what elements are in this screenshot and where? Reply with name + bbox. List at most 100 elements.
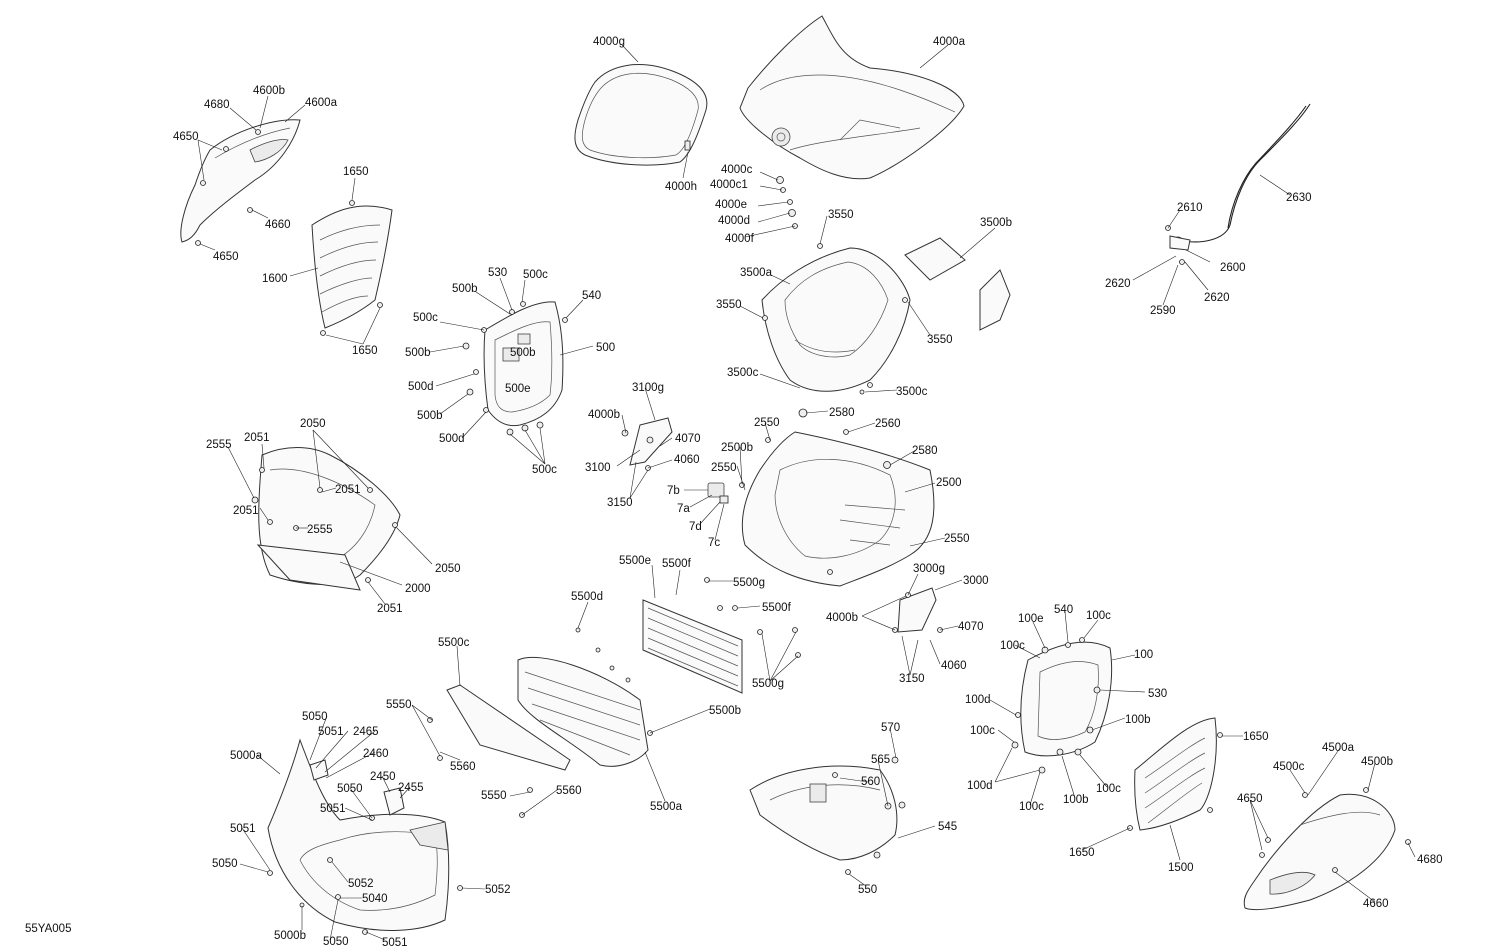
callout-5500f: 5500f — [762, 602, 792, 614]
callout-4660: 4660 — [1363, 898, 1389, 910]
callout-500b: 500b — [405, 347, 431, 359]
callout-1600: 1600 — [262, 273, 288, 285]
callout-2455: 2455 — [398, 782, 424, 794]
callout-5051: 5051 — [320, 803, 346, 815]
part-4600a-side-panel — [180, 119, 301, 243]
callout-5050: 5050 — [302, 711, 328, 723]
callout-7b: 7b — [667, 485, 680, 497]
callout-100c: 100c — [1000, 640, 1025, 652]
callout-530: 530 — [1148, 688, 1167, 700]
callout-2550: 2550 — [711, 462, 737, 474]
callout-500c: 500c — [413, 312, 438, 324]
callout-1650: 1650 — [1069, 847, 1095, 859]
callout-2600: 2600 — [1220, 262, 1246, 274]
callout-3150: 3150 — [899, 673, 925, 685]
part-2450-bracket — [309, 759, 405, 816]
callout-5050: 5050 — [337, 783, 363, 795]
callout-3500a: 3500a — [740, 267, 773, 279]
callout-100c: 100c — [1086, 610, 1111, 622]
part-545-skid-plate — [749, 765, 898, 861]
callout-7a: 7a — [677, 503, 690, 515]
callout-4000b: 4000b — [588, 409, 620, 421]
callout-4000c1: 4000c1 — [710, 179, 748, 191]
callout-4000g: 4000g — [593, 36, 625, 48]
callout-4000b: 4000b — [826, 612, 858, 624]
callout-1500: 1500 — [1168, 862, 1194, 874]
callout-3550: 3550 — [828, 209, 854, 221]
callout-560: 560 — [861, 776, 880, 788]
callout-565: 565 — [871, 754, 890, 766]
part-3500a-storage-bin — [761, 247, 911, 392]
callout-2555: 2555 — [307, 524, 333, 536]
callout-545: 545 — [938, 821, 957, 833]
callout-500: 500 — [596, 342, 615, 354]
callout-3100: 3100 — [585, 462, 611, 474]
callout-100c: 100c — [1096, 783, 1121, 795]
callout-5550: 5550 — [481, 790, 507, 802]
part-5500a-lower-grille — [517, 656, 649, 767]
callout-500c: 500c — [532, 464, 557, 476]
callout-7c: 7c — [708, 537, 720, 549]
part-5000a-bumper — [267, 738, 450, 931]
callout-1650: 1650 — [1243, 731, 1269, 743]
callout-5051: 5051 — [318, 726, 344, 738]
callout-2550: 2550 — [944, 533, 970, 545]
part-2000-fascia — [256, 447, 401, 591]
part-500-bracket — [483, 301, 564, 427]
callout-500d: 500d — [439, 433, 465, 445]
callout-4500a: 4500a — [1322, 742, 1355, 754]
callout-4060: 4060 — [941, 660, 967, 672]
callout-2610: 2610 — [1177, 202, 1203, 214]
callout-4070: 4070 — [958, 621, 984, 633]
part-4000a-cover — [739, 15, 965, 180]
part-5500c-trim — [446, 684, 571, 771]
callout-500b: 500b — [417, 410, 443, 422]
callout-2550: 2550 — [754, 417, 780, 429]
callout-3000: 3000 — [963, 575, 989, 587]
callout-4680: 4680 — [204, 99, 230, 111]
part-3500b-panel — [904, 237, 1011, 331]
callout-2620: 2620 — [1105, 278, 1131, 290]
callout-530: 530 — [488, 267, 507, 279]
callout-5052: 5052 — [485, 884, 511, 896]
callout-100: 100 — [1134, 649, 1153, 661]
callout-100c: 100c — [1019, 801, 1044, 813]
callout-2050: 2050 — [435, 563, 461, 575]
callout-5052: 5052 — [348, 878, 374, 890]
callout-3500c: 3500c — [896, 386, 928, 398]
callout-4650: 4650 — [213, 251, 239, 263]
callout-4000e: 4000e — [715, 199, 747, 211]
callout-labels: 4000g 4000a 4600b 4680 4600a 4650 4660 4… — [25, 36, 1443, 949]
callout-3500c: 3500c — [727, 367, 759, 379]
callout-4650: 4650 — [1237, 793, 1263, 805]
callout-2560: 2560 — [875, 418, 901, 430]
callout-3000g: 3000g — [913, 563, 945, 575]
callout-5051: 5051 — [382, 937, 408, 949]
callout-540: 540 — [582, 290, 601, 302]
callout-2620: 2620 — [1204, 292, 1230, 304]
callout-4680: 4680 — [1417, 854, 1443, 866]
callout-2500: 2500 — [936, 477, 962, 489]
callout-2500b: 2500b — [721, 442, 753, 454]
callout-540: 540 — [1054, 604, 1073, 616]
callout-500d: 500d — [408, 381, 434, 393]
part-7-connector — [707, 482, 729, 504]
callout-2460: 2460 — [363, 748, 389, 760]
callout-4000a: 4000a — [933, 36, 966, 48]
part-4500a-side-panel — [1243, 793, 1396, 911]
drawing-id: 55YA005 — [25, 923, 71, 935]
callout-2050: 2050 — [300, 418, 326, 430]
callout-2000: 2000 — [405, 583, 431, 595]
part-1600-grille — [311, 205, 393, 329]
callout-2051: 2051 — [233, 505, 259, 517]
callout-500b: 500b — [452, 283, 478, 295]
callout-4650: 4650 — [173, 131, 199, 143]
callout-2580: 2580 — [829, 407, 855, 419]
part-2500-front-frame — [741, 431, 935, 587]
callout-500c: 500c — [523, 269, 548, 281]
callout-100c: 100c — [970, 725, 995, 737]
callout-1650: 1650 — [343, 166, 369, 178]
callout-2630: 2630 — [1286, 192, 1312, 204]
callout-2051: 2051 — [335, 484, 361, 496]
